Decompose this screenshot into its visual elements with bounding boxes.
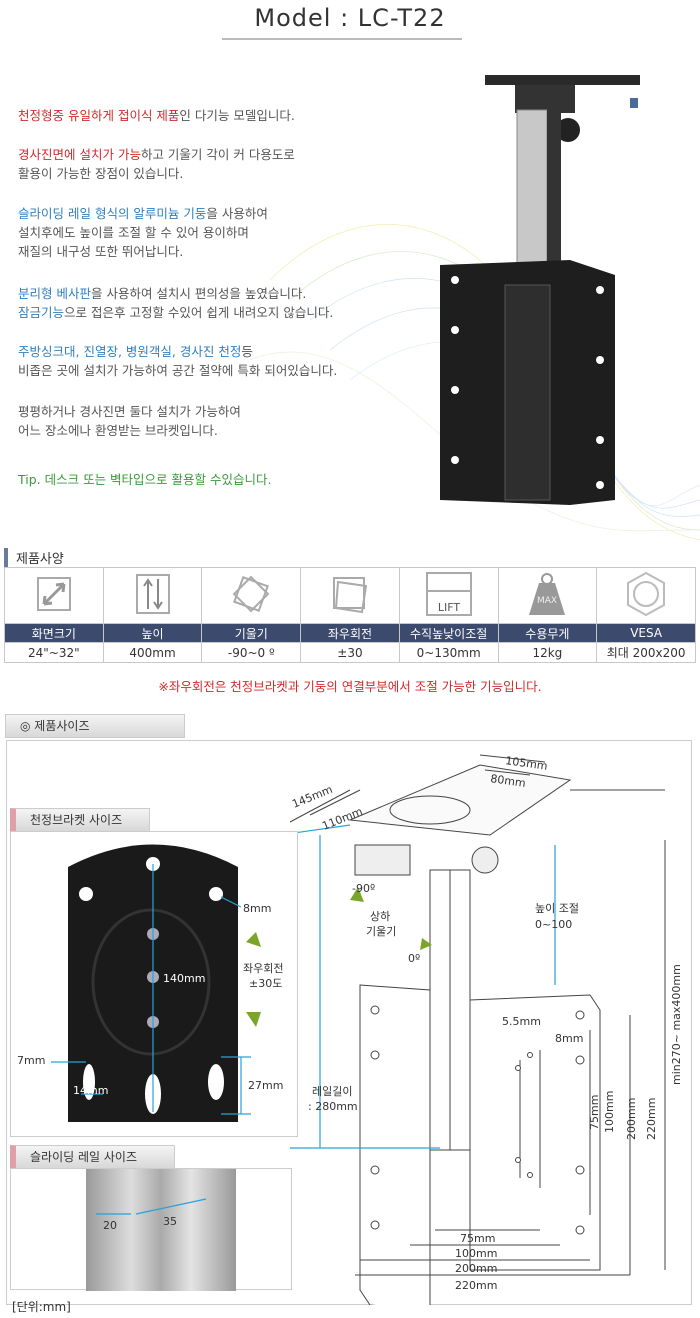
svg-text:220mm: 220mm (645, 1098, 658, 1140)
svg-text:±30도: ±30도 (249, 977, 282, 990)
svg-text:14mm: 14mm (73, 1084, 108, 1097)
sliding-rail-drawing: 20 35 (86, 1169, 236, 1291)
svg-text:200mm: 200mm (455, 1262, 497, 1275)
desc-paragraph-4: 분리형 베사판을 사용하여 설치시 편의성을 높였습니다.잠금기능으로 접은후 … (18, 286, 334, 320)
product-image (249, 75, 700, 540)
svg-text:min270~ max400mm: min270~ max400mm (670, 964, 683, 1085)
product-size-panel (6, 740, 692, 1305)
svg-text:27mm: 27mm (248, 1079, 283, 1092)
svg-text:8mm: 8mm (555, 1032, 583, 1045)
svg-text:MAX: MAX (537, 596, 557, 606)
swivel-note: ※좌우회전은 천정브라켓과 기둥의 연결부분에서 조절 가능한 기능입니다. (158, 679, 542, 694)
spec-header: VESA (596, 623, 696, 643)
svg-text:220mm: 220mm (455, 1279, 497, 1292)
ceiling-bracket-panel: 8mm 140mm 좌우회전 ±30도 7mm 14mm 27mm (10, 831, 298, 1137)
svg-text:0~100: 0~100 (535, 918, 572, 931)
svg-text:100mm: 100mm (603, 1091, 616, 1133)
svg-text:8mm: 8mm (243, 902, 271, 915)
svg-text:0º: 0º (408, 952, 420, 965)
spec-value: ±30 (300, 642, 400, 663)
spec-value: 400mm (102, 642, 203, 663)
svg-text:7mm: 7mm (17, 1054, 45, 1067)
ceiling-bracket-size-tab: 천정브라켓 사이즈 (10, 808, 150, 832)
aluminum-pole (516, 109, 548, 291)
spec-value: 24"~32" (4, 642, 104, 663)
tip-text: Tip. 데스크 또는 벽타입으로 활용할 수있습니다. (18, 472, 272, 487)
svg-text:: 280mm: : 280mm (308, 1100, 358, 1113)
spec-header: 수용무게 (497, 623, 598, 643)
svg-text:높이 조절: 높이 조절 (535, 902, 579, 915)
svg-text:35: 35 (163, 1215, 177, 1228)
svg-text:140mm: 140mm (163, 972, 205, 985)
svg-text:상하: 상하 (370, 909, 390, 923)
svg-text:기울기: 기울기 (366, 925, 396, 938)
tilt-icon (201, 567, 302, 624)
spec-header: 높이 (102, 623, 203, 643)
spec-value: 최대 200x200 (596, 642, 696, 663)
desc-paragraph-1: 천정형중 유일하게 접이식 제품인 다기능 모델입니다. (18, 108, 295, 123)
svg-text:200mm: 200mm (625, 1098, 638, 1140)
svg-text:좌우회전: 좌우회전 (243, 962, 283, 975)
dimension-diagram: 145mm 110mm 105mm 80mm -90º 상하 기울기 0º 높이… (290, 754, 683, 1305)
spec-header: 화면크기 (4, 623, 104, 643)
svg-text:110mm: 110mm (320, 805, 364, 833)
title-underline (222, 38, 462, 40)
svg-text:75mm: 75mm (460, 1232, 495, 1245)
spec-section-label: 제품사양 (4, 548, 64, 567)
vesa-icon (596, 567, 696, 624)
svg-text:80mm: 80mm (490, 772, 527, 790)
svg-text:-90º: -90º (352, 882, 375, 895)
spec-value: -90~0 º (201, 642, 302, 663)
spec-value: 0~130mm (398, 642, 499, 663)
svg-text:75mm: 75mm (588, 1095, 601, 1130)
screen-size-icon (4, 567, 104, 624)
spec-header: 좌우회전 (300, 623, 400, 643)
ceiling-plate (485, 75, 640, 85)
svg-text:100mm: 100mm (455, 1247, 497, 1260)
spec-header: 기울기 (201, 623, 302, 643)
svg-text:105mm: 105mm (505, 754, 549, 773)
product-size-tab: ◎ 제품사이즈 (5, 714, 185, 738)
svg-text:LIFT: LIFT (438, 601, 461, 614)
svg-text:20: 20 (103, 1219, 117, 1232)
sliding-rail-size-tab: 슬라이딩 레일 사이즈 (10, 1145, 175, 1169)
sliding-rail-panel: 20 35 (10, 1168, 292, 1291)
spec-header: 수직높낮이조절 (398, 623, 499, 643)
ceiling-bracket-drawing: 8mm 140mm 좌우회전 ±30도 7mm 14mm 27mm (17, 844, 283, 1122)
weight-icon: MAX (497, 567, 598, 624)
lift-icon: LIFT (398, 567, 499, 624)
unit-label: [단위:mm] (12, 1300, 71, 1314)
swivel-icon (300, 567, 400, 624)
svg-text:5.5mm: 5.5mm (502, 1015, 541, 1028)
spec-value: 12kg (497, 642, 598, 663)
svg-text:레일길이: 레일길이 (312, 1084, 352, 1098)
model-title: Model : LC-T22 (254, 4, 446, 32)
height-icon (102, 567, 203, 624)
